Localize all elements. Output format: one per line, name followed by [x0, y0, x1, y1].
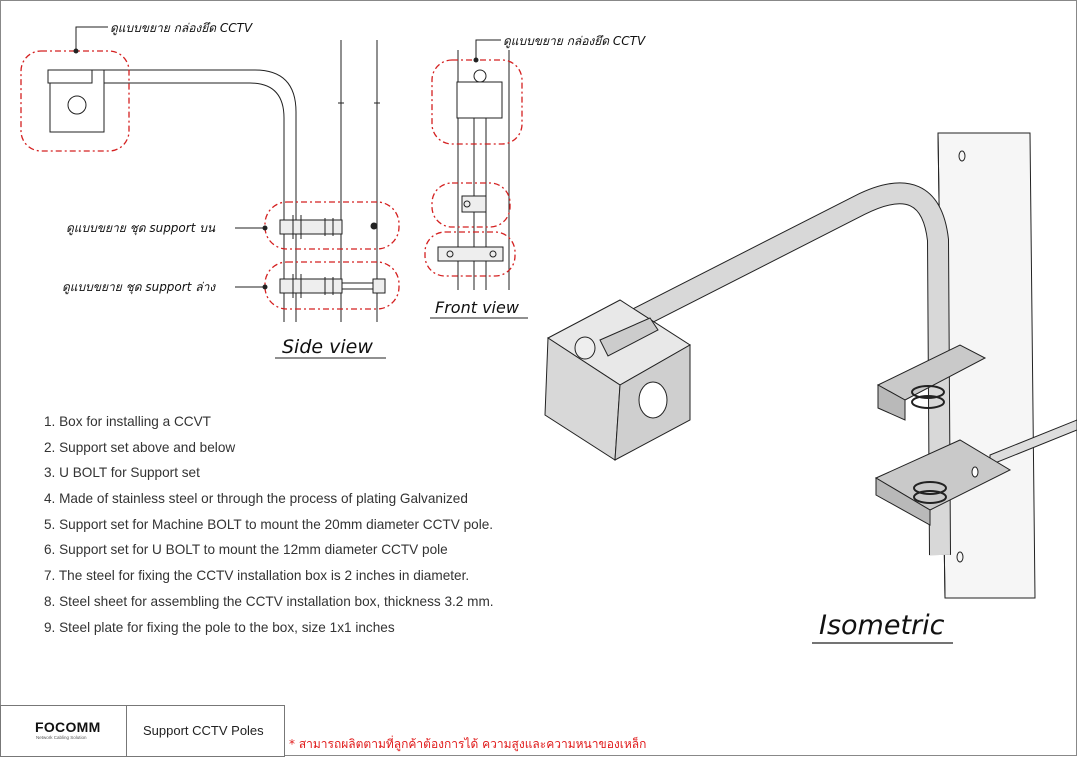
note-item: 5. Support set for Machine BOLT to mount… — [44, 516, 494, 532]
note-item: 4. Made of stainless steel or through th… — [44, 491, 468, 507]
front-view-title: Front view — [435, 298, 519, 317]
drawing-title-cell: Support CCTV Poles — [126, 705, 285, 757]
highlight-support-upper — [264, 201, 400, 250]
side-view-leaders — [73, 26, 386, 359]
isometric-view-title: Isometric — [819, 610, 945, 641]
highlight-support-lower — [264, 261, 400, 310]
highlight-support-lower-front — [424, 231, 516, 277]
callout-cctv-box-front: ดูแบบขยาย กล่องยึด CCTV — [503, 34, 646, 48]
note-item: 8. Steel sheet for assembling the CCTV i… — [44, 593, 494, 609]
side-view-title: Side view — [282, 336, 373, 358]
callout-cctv-box-side: ดูแบบขยาย กล่องยึด CCTV — [110, 21, 253, 35]
highlight-support-upper-front — [431, 182, 511, 228]
title-block: FOCOMM Network Cabling Solution Support … — [0, 705, 1077, 757]
note-item: 3. U BOLT for Support set — [44, 465, 200, 481]
callout-support-lower: ดูแบบขยาย ชุด support ล่าง — [62, 280, 216, 294]
isometric-drawing — [544, 132, 1077, 599]
side-view-drawing — [47, 40, 386, 322]
front-view-leaders — [430, 39, 528, 319]
note-item: 1. Box for installing a CCVT — [44, 414, 211, 429]
note-item: 7. The steel for fixing the CCTV install… — [44, 568, 470, 584]
disclaimer-note: * สามารถผลิตตามที่ลูกค้าต้องการได้ ความส… — [289, 737, 647, 751]
drawing-title: Support CCTV Poles — [143, 723, 264, 738]
note-item: 6. Support set for U BOLT to mount the 1… — [44, 542, 448, 558]
notes-list: 1. Box for installing a CCVT 2. Support … — [44, 412, 494, 643]
note-item: 9. Steel plate for fixing the pole to th… — [44, 619, 395, 635]
brand-tagline: Network Cabling Solution — [36, 735, 87, 740]
callout-support-upper: ดูแบบขยาย ชุด support บน — [66, 221, 216, 235]
brand-name: FOCOMM — [35, 719, 101, 735]
front-view-drawing — [437, 50, 510, 290]
logo-cell: FOCOMM Network Cabling Solution — [0, 705, 128, 757]
note-item: 2. Support set above and below — [44, 439, 236, 455]
